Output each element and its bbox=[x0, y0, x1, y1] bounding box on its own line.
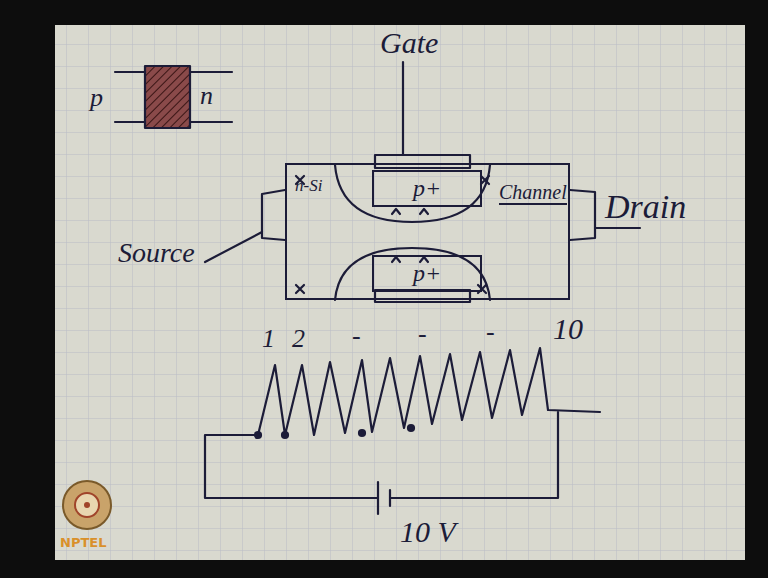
p-plus-region: p+ bbox=[372, 170, 482, 207]
tap-number: - bbox=[352, 322, 361, 351]
region-label: n bbox=[200, 82, 213, 111]
terminal-label: Drain bbox=[605, 188, 686, 225]
terminal-label: Source bbox=[118, 238, 195, 269]
region-label: p+ bbox=[413, 260, 441, 286]
material-label: n-Si bbox=[295, 177, 322, 196]
terminal-label: Gate bbox=[380, 26, 438, 59]
tap-number: 2 bbox=[292, 325, 305, 354]
region-label: p bbox=[90, 84, 103, 113]
channel-label: Channel bbox=[499, 181, 567, 205]
region-label: p+ bbox=[413, 175, 441, 201]
p-plus-region: p+ bbox=[372, 255, 482, 292]
logo-text: NPTEL bbox=[60, 536, 106, 550]
tap-number: 10 bbox=[553, 312, 583, 345]
tap-number: - bbox=[418, 320, 427, 349]
tap-number: 1 bbox=[262, 325, 275, 354]
n-type-bar: n-Si Channel p+ p+ bbox=[285, 163, 570, 300]
voltage-label: 10 V bbox=[400, 515, 456, 548]
tap-number: - bbox=[486, 318, 495, 347]
